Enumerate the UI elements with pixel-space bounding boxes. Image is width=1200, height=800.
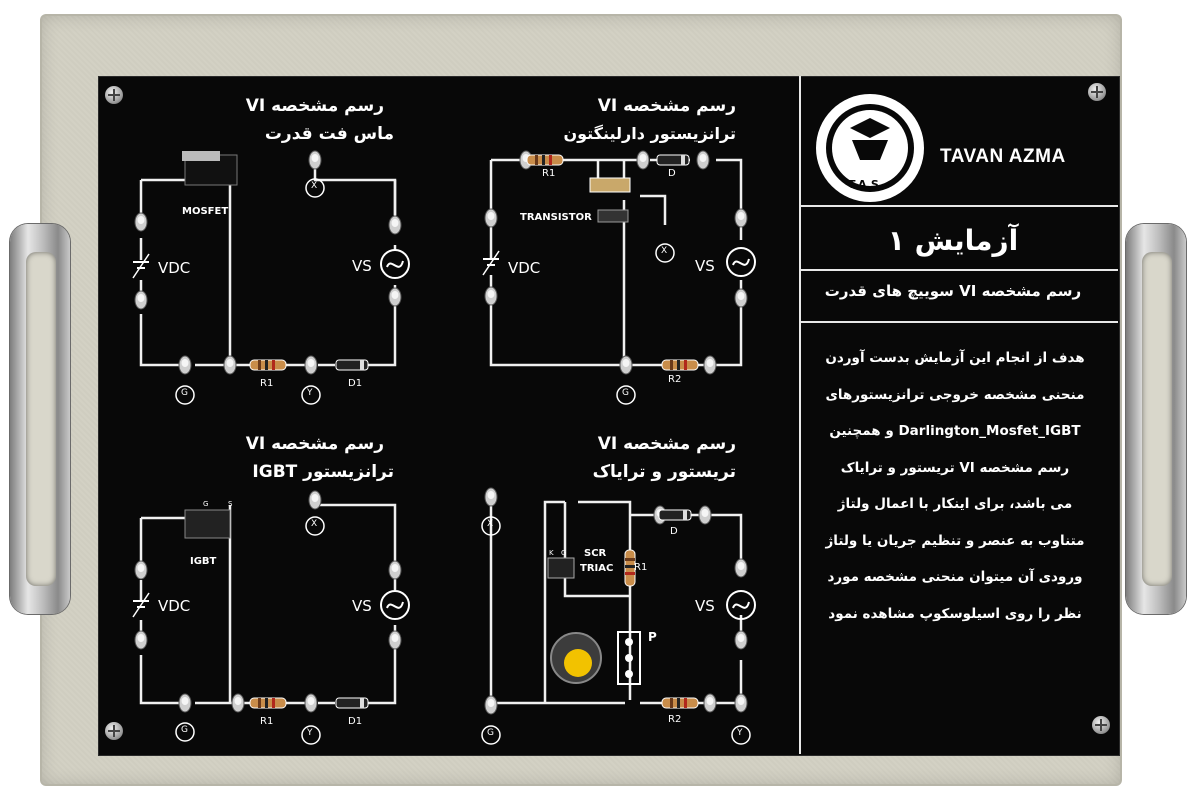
igbt-x-terminal: X [311, 519, 318, 529]
description-line: می باشد، برای اینکار با اعمال ولتاژ [837, 496, 1073, 512]
darlington-g-terminal: G [622, 388, 629, 398]
scr-r1-label: R1 [634, 562, 648, 573]
description-line: منحنی مشخصه خروجی ترانزیستورهای [825, 386, 1085, 403]
darlington-title-1: رسم مشخصه VI [597, 96, 736, 116]
scr-pin-g: G [561, 549, 567, 557]
screw-icon [1092, 716, 1110, 734]
darlington-r1-label: R1 [542, 168, 556, 179]
scr-title-2: تریستور و ترایاک [592, 462, 736, 482]
brand-name: TAVAN AZMA [940, 146, 1066, 167]
mosfet-title-1: رسم مشخصه VI [245, 96, 384, 116]
igbt-g-terminal: G [181, 725, 188, 735]
igbt-pin-s: S [228, 500, 233, 508]
screw-icon [1088, 83, 1106, 101]
scr-label: SCR [584, 548, 607, 559]
description-line: متناوب به عنصر و تنظیم جریان یا ولتاژ [825, 532, 1085, 549]
transistor-label: TRANSISTOR [520, 212, 592, 223]
scr-x-terminal: X [487, 519, 494, 529]
brand-logo: T.A.S [816, 94, 924, 202]
mosfet-x-terminal: X [311, 181, 318, 191]
mosfet-label: MOSFET [182, 206, 229, 217]
left-handle [10, 224, 70, 614]
scr-p-label: P [648, 630, 657, 644]
igbt-vdc-label: VDC [158, 597, 191, 615]
mosfet-y-terminal: Y [307, 388, 313, 398]
scr-d-label: D [670, 526, 678, 537]
scr-pin-k: K [549, 549, 554, 557]
scr-vs-label: VS [695, 597, 715, 615]
experiment-title: آزمایش ۱ [887, 224, 1019, 257]
darlington-vdc-label: VDC [508, 259, 541, 277]
scr-title-1: رسم مشخصه VI [597, 434, 736, 454]
description-line: رسم مشخصه VI تریستور و ترایاک [840, 459, 1070, 476]
igbt-title-2: ترانزیستور IGBT [252, 462, 394, 482]
mosfet-r1-label: R1 [260, 378, 274, 389]
svg-text:T.A.S: T.A.S [848, 178, 879, 191]
igbt-title-1: رسم مشخصه VI [245, 434, 384, 454]
screw-icon [105, 86, 123, 104]
igbt-label: IGBT [190, 556, 217, 567]
right-handle [1126, 224, 1186, 614]
igbt-d1-label: D1 [348, 716, 363, 727]
description-line: ورودی آن میتوان منحنی مشخصه مورد [827, 569, 1083, 585]
triac-label: TRIAC [580, 563, 614, 574]
darlington-x-terminal: X [661, 246, 668, 256]
igbt-r1-label: R1 [260, 716, 274, 727]
description-line: هدف از انجام این آزمایش بدست آوردن [825, 350, 1085, 366]
igbt-pin-g: G [203, 500, 209, 508]
igbt-y-terminal: Y [307, 728, 313, 738]
experiment-subtitle: رسم مشخصه VI سوییچ های قدرت [824, 282, 1082, 300]
mosfet-title-2: ماس فت قدرت [264, 124, 394, 144]
experiment-description: هدف از انجام این آزمایش بدست آوردن منحنی… [812, 340, 1098, 632]
scr-g-terminal: G [487, 728, 494, 738]
mosfet-d1-label: D1 [348, 378, 363, 389]
screw-icon [105, 722, 123, 740]
igbt-vs-label: VS [352, 597, 372, 615]
mosfet-vs-label: VS [352, 257, 372, 275]
description-line: Darlington_Mosfet_IGBT و همچنین [829, 423, 1081, 439]
mosfet-g-terminal: G [181, 388, 188, 398]
darlington-d-label: D [668, 168, 676, 179]
scr-r2-label: R2 [668, 714, 682, 725]
darlington-vs-label: VS [695, 257, 715, 275]
scr-y-terminal: Y [737, 728, 743, 738]
mosfet-vdc-label: VDC [158, 259, 191, 277]
darlington-title-2: ترانزیستور دارلینگتون [563, 124, 736, 143]
darlington-r2-label: R2 [668, 374, 682, 385]
description-line: نظر را روی اسیلوسکوپ مشاهده نمود [828, 605, 1082, 622]
